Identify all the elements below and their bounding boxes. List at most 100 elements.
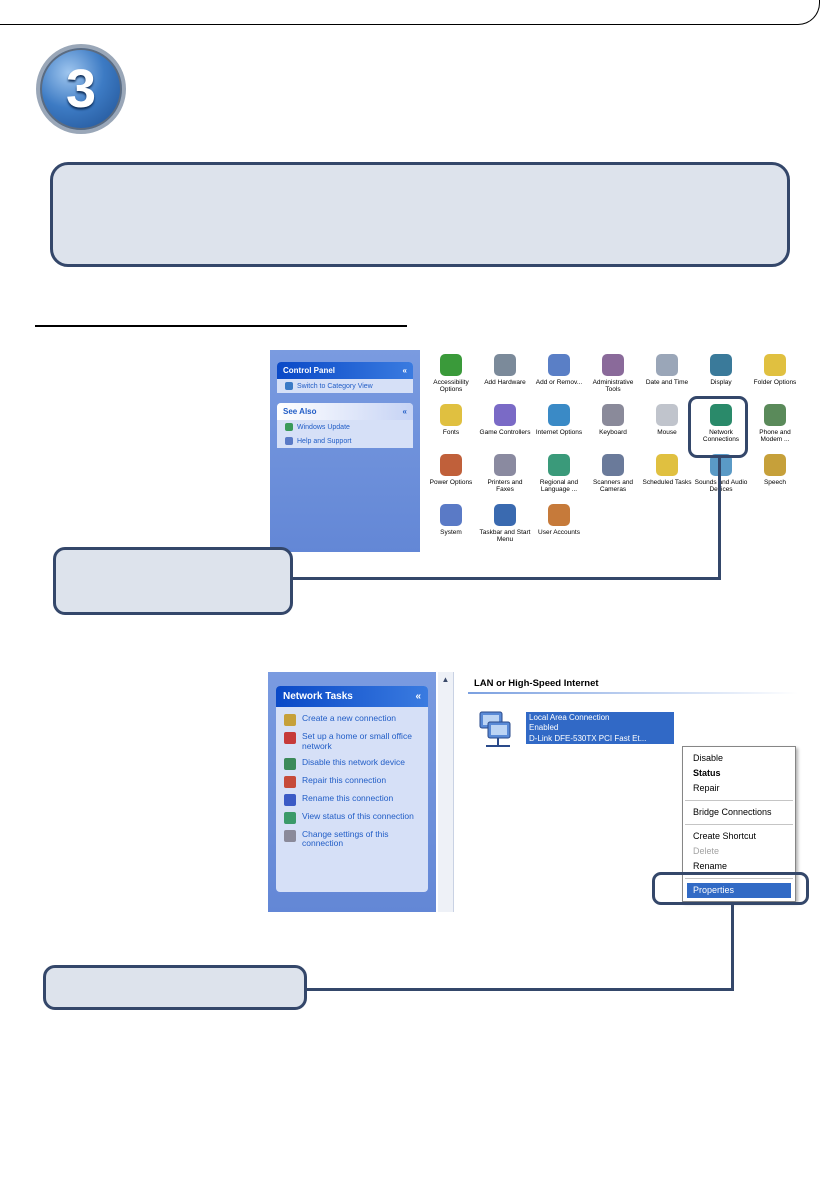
control-panel-item-icon (710, 404, 732, 426)
callout-connector-horizontal (290, 577, 721, 580)
menu-item-rename[interactable]: Rename (693, 861, 728, 871)
control-panel-item[interactable]: Folder Options (748, 352, 802, 402)
control-panel-item[interactable]: Regional and Language ... (532, 452, 586, 502)
control-panel-item-icon (656, 404, 678, 426)
control-panel-item-label: Add or Remov... (535, 379, 583, 386)
control-panel-item[interactable]: Add Hardware (478, 352, 532, 402)
control-panel-item[interactable]: Administrative Tools (586, 352, 640, 402)
control-panel-item[interactable]: Internet Options (532, 402, 586, 452)
network-task-link[interactable]: Set up a home or small office network (276, 729, 428, 755)
network-task-label: Disable this network device (302, 756, 405, 767)
network-task-label: Create a new connection (302, 713, 397, 723)
control-panel-item-label: Regional and Language ... (539, 479, 579, 494)
network-task-link[interactable]: Disable this network device (276, 755, 428, 773)
menu-item-create-shortcut[interactable]: Create Shortcut (693, 831, 757, 841)
control-panel-item[interactable]: Fonts (424, 402, 478, 452)
collapse-icon[interactable]: « (402, 366, 407, 375)
control-panel-item[interactable]: Display (694, 352, 748, 402)
control-panel-item-label: Printers and Faxes (487, 479, 523, 494)
menu-item-delete: Delete (693, 846, 720, 856)
callout-box-network-connections (53, 547, 293, 615)
network-task-link[interactable]: View status of this connection (276, 809, 428, 827)
control-panel-item-label: Fonts (442, 429, 460, 436)
control-panel-item-icon (764, 354, 786, 376)
control-panel-item[interactable]: Keyboard (586, 402, 640, 452)
control-panel-item[interactable]: Printers and Faxes (478, 452, 532, 502)
connection-status: Enabled (529, 723, 559, 733)
control-panel-item-icon (494, 404, 516, 426)
menu-item-repair[interactable]: Repair (693, 783, 720, 793)
control-panel-item-icon (548, 504, 570, 526)
switch-view-link[interactable]: Switch to Category View (277, 379, 413, 393)
local-area-connection-icon[interactable] (478, 708, 512, 748)
menu-item-disable[interactable]: Disable (693, 753, 724, 763)
control-panel-item-label: System (440, 529, 462, 536)
control-panel-item-icon (656, 354, 678, 376)
network-task-icon (284, 793, 296, 806)
menu-item-status[interactable]: Status (693, 768, 721, 778)
network-tasks-title: Network Tasks (283, 691, 353, 702)
control-panel-item-label: Game Controllers (479, 429, 531, 436)
control-panel-item-label: Folder Options (753, 379, 797, 386)
control-panel-item[interactable]: Phone and Modem ... (748, 402, 802, 452)
menu-item-bridge-connections[interactable]: Bridge Connections (693, 807, 772, 817)
see-also-item[interactable]: Windows Update (277, 420, 413, 434)
control-panel-item-icon (440, 454, 462, 476)
control-panel-item[interactable]: System (424, 502, 478, 552)
group-heading: LAN or High-Speed Internet (474, 678, 599, 689)
control-panel-item[interactable]: Scheduled Tasks (640, 452, 694, 502)
group-heading-rule (468, 692, 798, 694)
callout-connector-vertical (731, 905, 734, 991)
control-panel-item[interactable]: Game Controllers (478, 402, 532, 452)
control-panel-item[interactable]: Power Options (424, 452, 478, 502)
network-task-icon (284, 829, 296, 842)
windows-update-icon (285, 423, 293, 431)
control-panel-item-icon (656, 454, 678, 476)
network-task-label: Change settings of this connection (302, 828, 389, 849)
control-panel-item[interactable]: Date and Time (640, 352, 694, 402)
scrollbar[interactable]: ▲ (438, 672, 454, 912)
control-panel-item[interactable]: Scanners and Cameras (586, 452, 640, 502)
control-panel-item-icon (440, 504, 462, 526)
network-task-icon (284, 757, 296, 770)
control-panel-item[interactable]: Add or Remov... (532, 352, 586, 402)
collapse-icon[interactable]: « (415, 691, 421, 702)
see-also-item[interactable]: Help and Support (277, 434, 413, 448)
control-panel-item-label: Accessibility Options (433, 379, 469, 394)
control-panel-item-label: Mouse (657, 429, 677, 436)
control-panel-item[interactable]: Taskbar and Start Menu (478, 502, 532, 552)
see-also-box: See Also « Windows Update Help and Suppo… (277, 403, 413, 448)
network-task-link[interactable]: Rename this connection (276, 791, 428, 809)
scroll-up-icon[interactable]: ▲ (441, 675, 450, 684)
control-panel-item-label: User Accounts (538, 529, 580, 536)
local-area-connection-item[interactable]: Local Area Connection Enabled D-Link DFE… (526, 712, 674, 744)
control-panel-item-label: Administrative Tools (592, 379, 634, 394)
control-panel-screenshot: Control Panel « Switch to Category View … (270, 350, 804, 552)
control-panel-item[interactable]: User Accounts (532, 502, 586, 552)
control-panel-title: Control Panel (283, 366, 336, 375)
network-task-link[interactable]: Change settings of this connection (276, 827, 428, 853)
step-number: 3 (65, 59, 97, 119)
control-panel-item-icon (764, 404, 786, 426)
control-panel-item[interactable]: Sounds and Audio Devices (694, 452, 748, 502)
control-panel-item-label: Internet Options (535, 429, 583, 436)
control-panel-item[interactable]: Speech (748, 452, 802, 502)
network-task-link[interactable]: Create a new connection (276, 711, 428, 729)
control-panel-item-icon (494, 504, 516, 526)
step-number-badge: 3 (36, 44, 126, 134)
network-task-icon (284, 775, 296, 788)
menu-item-properties[interactable]: Properties (687, 883, 791, 898)
collapse-icon[interactable]: « (402, 407, 407, 416)
control-panel-item[interactable]: Mouse (640, 402, 694, 452)
control-panel-item-icon (440, 404, 462, 426)
control-panel-item-label: Keyboard (599, 429, 627, 436)
control-panel-item[interactable]: Accessibility Options (424, 352, 478, 402)
control-panel-item[interactable]: Network Connections (694, 402, 748, 452)
network-task-link[interactable]: Repair this connection (276, 773, 428, 791)
control-panel-item-label: Phone and Modem ... (759, 429, 791, 444)
control-panel-item-label: Display (710, 379, 732, 386)
connection-device: D-Link DFE-530TX PCI Fast Et... (529, 733, 647, 743)
control-panel-side-pane: Control Panel « Switch to Category View … (270, 350, 420, 552)
